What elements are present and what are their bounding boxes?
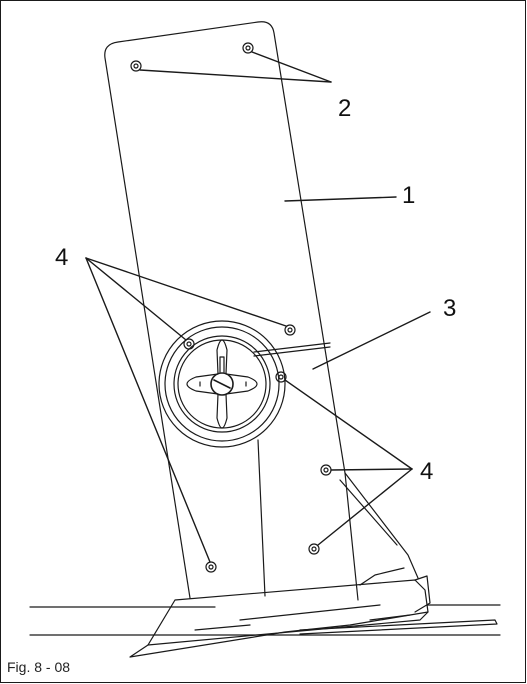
- label-fixing-screws-right: 4: [420, 458, 434, 485]
- screw-middle-right: [284, 324, 296, 336]
- label-top-screws: 2: [338, 95, 352, 122]
- leader-3: [312, 311, 431, 370]
- figure-caption: Fig. 8 - 08: [7, 659, 71, 675]
- cover-plate: [253, 342, 419, 586]
- tension-knob: [158, 320, 286, 448]
- upright-plate: [104, 21, 359, 601]
- screw-cover-top: [275, 371, 287, 383]
- screw-bottom-left: [205, 561, 217, 573]
- label-cover: 3: [443, 295, 457, 322]
- screw-cover-bottom: [320, 464, 332, 476]
- screws: [130, 42, 332, 573]
- leader-4-right: [284, 379, 413, 546]
- label-plate: 1: [402, 182, 416, 209]
- base-foot: [129, 575, 498, 658]
- label-fixing-screws-left: 4: [55, 244, 69, 271]
- leader-1: [284, 196, 397, 202]
- screw-bottom-right: [308, 543, 320, 555]
- screw-top-left: [130, 60, 142, 72]
- table-surface: [29, 604, 501, 636]
- leader-lines: [85, 51, 431, 563]
- screw-middle-left: [183, 338, 195, 350]
- leader-2: [139, 51, 332, 83]
- screw-top-right: [242, 42, 254, 54]
- leader-4-left: [85, 257, 287, 563]
